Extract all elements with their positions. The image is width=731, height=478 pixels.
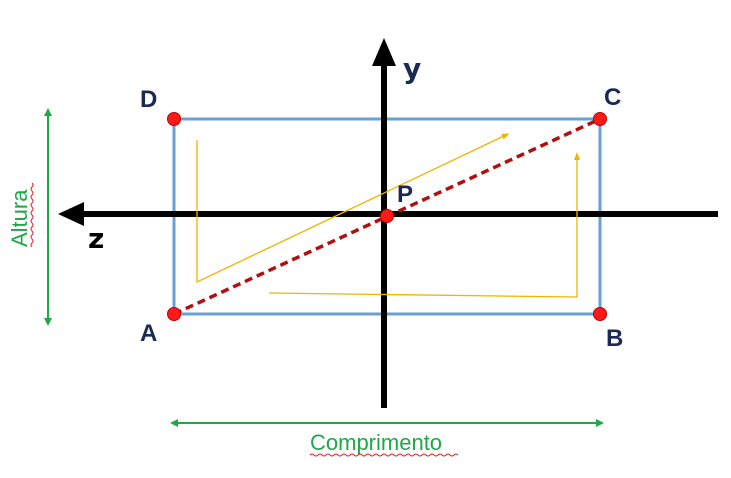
y-axis-label: y: [403, 52, 421, 85]
path-arrow-left: [196, 133, 510, 284]
label-c: C: [604, 84, 621, 111]
y-axis-arrow-head-icon: [372, 38, 396, 66]
height-label: Altura: [7, 189, 32, 247]
z-axis-arrow-head-icon: [58, 202, 84, 226]
vertex-d-dot-icon: [167, 112, 181, 126]
label-a: A: [140, 320, 157, 347]
vertex-a-dot-icon: [167, 307, 181, 321]
width-label: Comprimento: [310, 430, 442, 455]
z-axis-label: z: [88, 222, 104, 255]
label-b: B: [606, 325, 623, 352]
spellcheck-underline-height: [30, 182, 34, 248]
vertex-c-dot-icon: [593, 112, 607, 126]
path-arrow-right: [268, 152, 580, 298]
point-p-dot-icon: [380, 209, 394, 223]
spellcheck-underline-width: [309, 453, 459, 457]
label-d: D: [140, 86, 157, 113]
label-p: P: [397, 181, 413, 208]
vertex-b-dot-icon: [593, 307, 607, 321]
